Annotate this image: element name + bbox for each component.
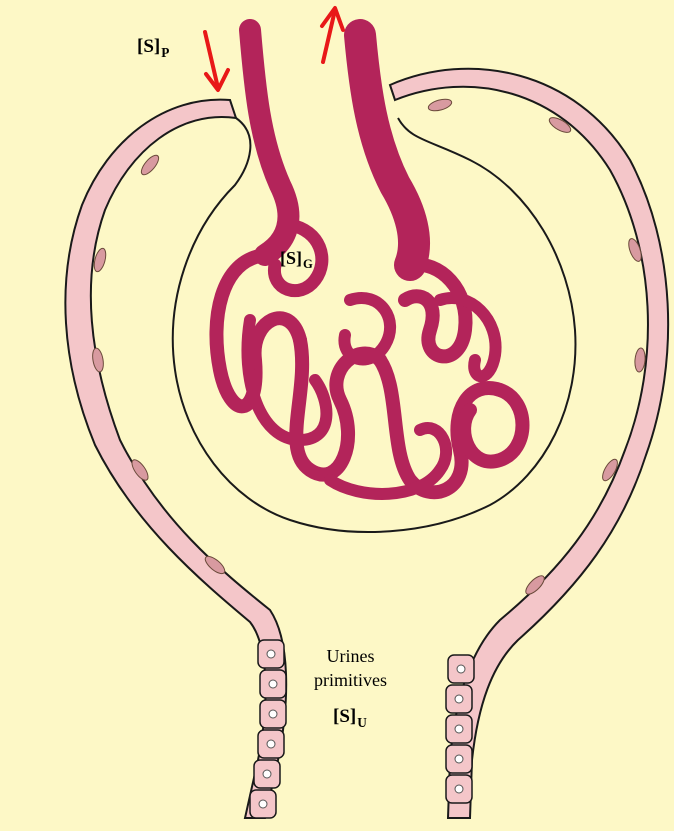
urine-concentration-subscript: U [357,715,367,730]
glomerular-concentration-label: [S]G [280,248,313,269]
primary-urine-label: Urines primitives [314,644,387,692]
glomerular-concentration-subscript: G [303,257,313,271]
primary-urine-line2: primitives [314,668,387,692]
glomerular-concentration-base: [S] [280,248,302,268]
plasma-concentration-subscript: P [161,45,169,60]
plasma-concentration-label: [S]P [137,36,169,58]
urine-concentration-label: [S]U [333,706,367,728]
urine-concentration-base: [S] [333,706,356,727]
plasma-concentration-base: [S] [137,36,160,57]
primary-urine-line1: Urines [314,644,387,668]
